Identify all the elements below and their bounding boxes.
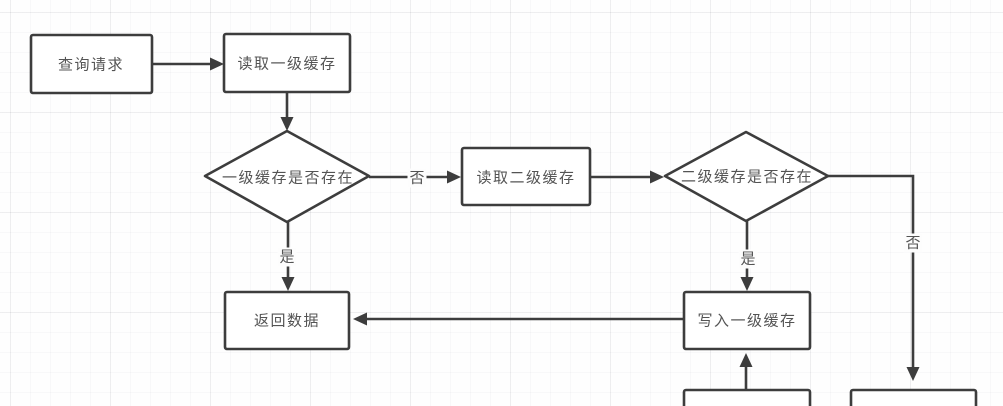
node-return-data[interactable] xyxy=(223,290,351,351)
arrowhead-right-icon xyxy=(447,170,461,184)
node-write-l1-cache[interactable] xyxy=(682,290,812,351)
arrowhead-right-icon xyxy=(210,57,224,71)
arrowhead-down-icon xyxy=(280,117,294,131)
node-l2-cache-exists[interactable] xyxy=(663,130,830,223)
node-l1-cache-exists[interactable] xyxy=(203,129,371,224)
node-query-request[interactable] xyxy=(29,33,154,95)
arrowhead-up-icon xyxy=(739,353,753,367)
node-read-l1-cache[interactable] xyxy=(222,32,352,94)
node-bottom-right-partial[interactable] xyxy=(849,388,978,406)
arrowhead-down-icon xyxy=(281,277,295,291)
node-bottom-left-partial[interactable] xyxy=(682,388,812,406)
arrowhead-down-icon xyxy=(906,367,920,381)
node-read-l2-cache[interactable] xyxy=(460,146,592,207)
edge-l2exists-no-to-bottom-right xyxy=(828,174,915,369)
arrowhead-down-icon xyxy=(740,277,754,291)
arrowhead-left-icon xyxy=(353,312,367,326)
arrowhead-right-icon xyxy=(650,170,664,184)
